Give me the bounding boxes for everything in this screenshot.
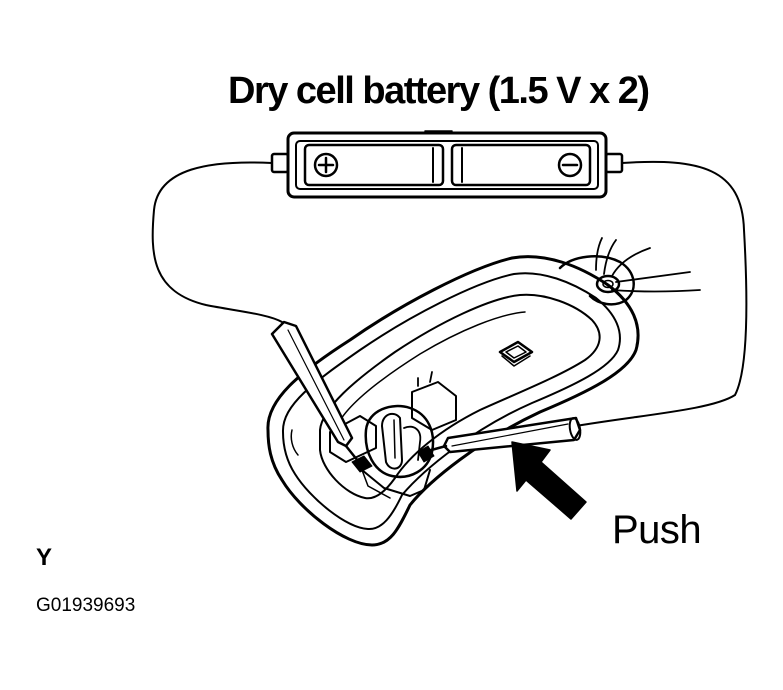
view-label: Y <box>36 544 53 571</box>
negative-terminal-icon <box>559 154 581 176</box>
diagram-title: Dry cell battery (1.5 V x 2) <box>228 70 650 112</box>
battery-cell-positive <box>305 145 443 185</box>
left-test-probe <box>272 322 362 466</box>
push-label: Push <box>612 508 702 552</box>
key-ring-wires <box>596 238 700 292</box>
right-test-probe <box>424 417 582 452</box>
battery-cell-negative <box>452 145 590 185</box>
figure-code: G01939693 <box>36 595 136 616</box>
switch-contact <box>330 372 456 498</box>
push-arrow-icon <box>512 442 586 519</box>
right-lead-wire <box>576 162 746 426</box>
left-lead-wire <box>153 162 282 322</box>
remote-key-case <box>268 256 638 545</box>
battery-holder <box>272 131 622 197</box>
positive-terminal-icon <box>315 154 337 176</box>
